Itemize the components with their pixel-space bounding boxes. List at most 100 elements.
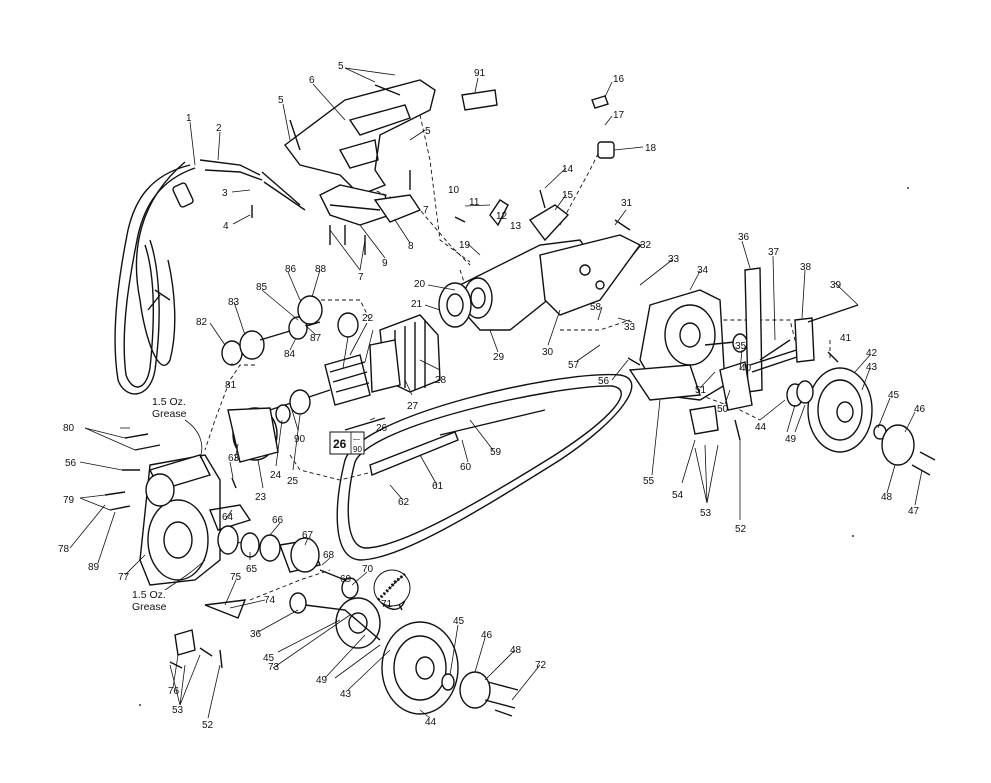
callout: 48: [510, 645, 522, 656]
callout: 33: [624, 322, 636, 333]
callout: 42: [866, 348, 878, 359]
callout: 82: [196, 317, 208, 328]
callout: 90: [294, 434, 306, 445]
callout: 43: [866, 362, 878, 373]
callout: 60: [460, 462, 472, 473]
callout: 52: [202, 720, 214, 731]
callout: 89: [88, 562, 100, 573]
fasteners: [104, 170, 936, 717]
callout: 46: [914, 404, 926, 415]
callout: 36: [738, 232, 750, 243]
handle-assembly: [284, 79, 498, 226]
callout: 88: [315, 264, 327, 275]
callout: 39: [830, 280, 842, 291]
callout: 7: [423, 205, 429, 216]
grease-note-top: 1.5 Oz. Grease: [152, 396, 203, 459]
part-number-box: 26 — 90: [329, 431, 365, 455]
callout: 49: [785, 434, 797, 445]
svg-text:—: —: [353, 436, 360, 443]
callout: 71: [381, 599, 393, 610]
callout: 57: [568, 360, 580, 371]
callout: 77: [118, 572, 130, 583]
callout: 35: [735, 341, 747, 352]
bottom-wheel: [381, 621, 519, 715]
motor-internals: [221, 295, 441, 463]
callout: 46: [481, 630, 493, 641]
callout: 16: [613, 74, 625, 85]
callout: 28: [435, 375, 447, 386]
callout: 87: [310, 333, 322, 344]
svg-text:26: 26: [333, 437, 347, 451]
callout: 67: [302, 530, 314, 541]
callout: 85: [256, 282, 268, 293]
callout: 17: [613, 110, 625, 121]
callout: 62: [398, 497, 410, 508]
callout: 50: [717, 404, 729, 415]
callout: 65: [246, 564, 258, 575]
saw-blade: [336, 373, 633, 561]
callout: 45: [453, 616, 465, 627]
callout: 27: [407, 401, 419, 412]
callout: 32: [640, 240, 652, 251]
callout: 58: [590, 302, 602, 313]
callout: 64: [222, 512, 234, 523]
callout: 21: [411, 299, 423, 310]
callout: 8: [408, 241, 414, 252]
blade-tooth-detail-inset: [373, 569, 411, 607]
callout: 26: [376, 423, 388, 434]
callout: 45: [888, 390, 900, 401]
callout: 78: [58, 544, 70, 555]
callout: 51: [695, 385, 707, 396]
callout: 14: [562, 164, 574, 175]
callout: 63: [228, 453, 240, 464]
callout: 44: [755, 422, 767, 433]
callout: 3: [222, 188, 228, 199]
callout: 54: [672, 490, 684, 501]
callout: 2: [216, 123, 222, 134]
callout: 10: [448, 185, 460, 196]
callout: 74: [264, 595, 276, 606]
callout: 22: [362, 313, 374, 324]
power-cord: [114, 159, 306, 395]
callout: 72: [535, 660, 547, 671]
callout: 11: [469, 197, 480, 208]
callout: 80: [63, 423, 75, 434]
callout: 25: [287, 476, 299, 487]
callout: 20: [414, 279, 426, 290]
callout: 34: [697, 265, 709, 276]
svg-text:Grease: Grease: [152, 408, 187, 420]
callout: 24: [270, 470, 282, 481]
callout: 59: [490, 447, 502, 458]
callout: 43: [340, 689, 352, 700]
callout: 53: [172, 705, 184, 716]
callout: 56: [598, 376, 610, 387]
callout: 91: [474, 68, 486, 79]
callout: 4: [223, 221, 229, 232]
callout: 29: [493, 352, 505, 363]
callout: 18: [645, 143, 657, 154]
callout: 1: [186, 113, 192, 124]
svg-text:Grease: Grease: [132, 601, 167, 613]
callout: 53: [700, 508, 712, 519]
right-wheel: [786, 367, 915, 466]
callout: 33: [668, 254, 680, 265]
callout-labels: 1 2 3 4 5 5 5 6 7 7 8 9 10 11 12 13 14 1…: [58, 61, 926, 731]
callout: 36: [250, 629, 262, 640]
callout: 6: [309, 75, 315, 86]
callout: 7: [358, 272, 364, 283]
callout: 61: [432, 481, 444, 492]
leader-lines: [69, 67, 923, 719]
right-gear-case: [628, 267, 815, 435]
callout: 52: [735, 524, 747, 535]
callout: 5: [278, 95, 284, 106]
callout: 47: [908, 506, 920, 517]
callout: 9: [382, 258, 388, 269]
callout: 75: [230, 572, 242, 583]
callout: 70: [362, 564, 374, 575]
motor-housing: [438, 95, 642, 331]
svg-text:1.5 Oz.: 1.5 Oz.: [132, 589, 166, 601]
callout: 83: [228, 297, 240, 308]
callout: 68: [323, 550, 335, 561]
callout: 15: [562, 190, 574, 201]
